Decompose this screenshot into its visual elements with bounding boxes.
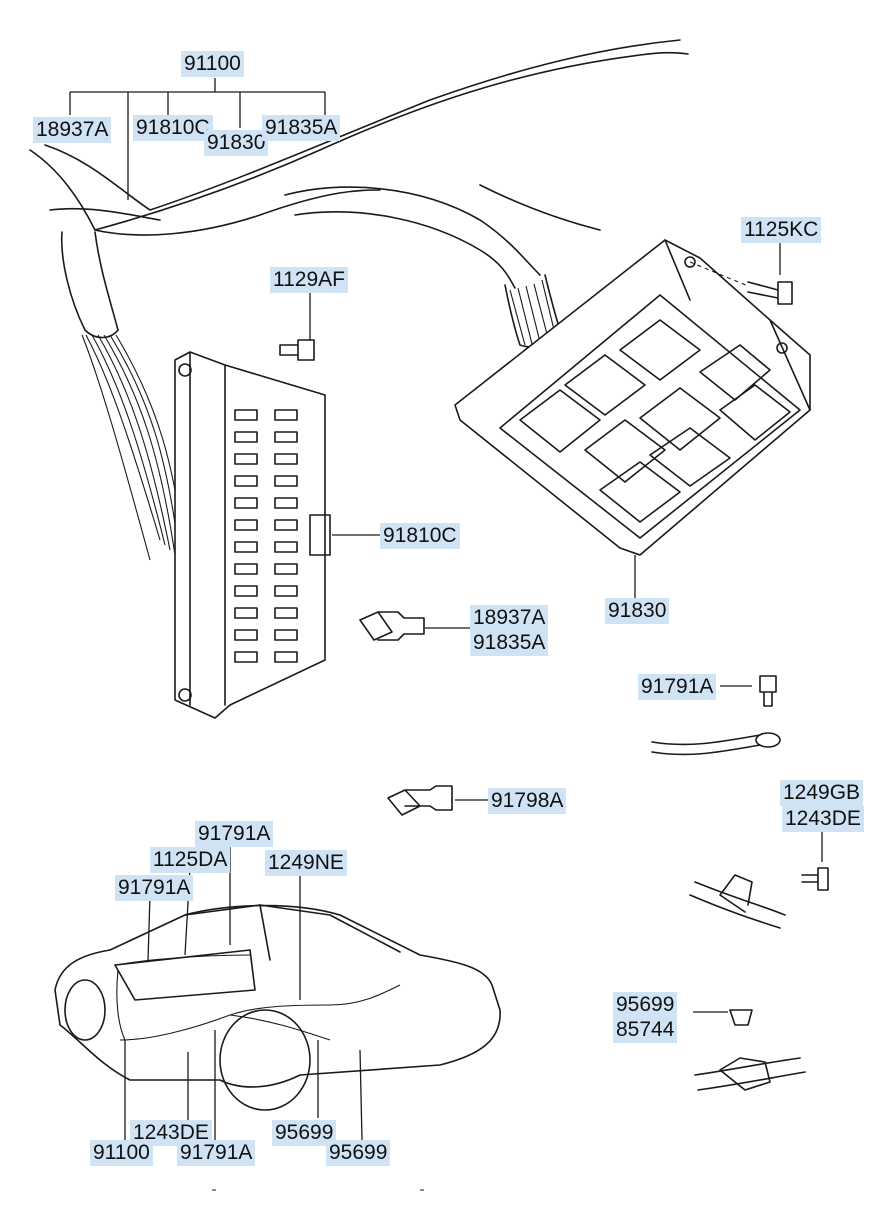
part-label-harness-fuse-b: 91835A <box>262 115 341 141</box>
part-label-car-harness: 91100 <box>90 1140 153 1166</box>
part-label-fuse-a: 18937A <box>470 605 549 631</box>
sedan-outline-icon <box>54 904 501 1111</box>
part-label-car-clip-b: 95699 <box>326 1140 391 1166</box>
part-label-car-ground-c: 91791A <box>177 1140 256 1166</box>
part-label-clip-a: 95699 <box>613 992 678 1018</box>
harness-clip-icon <box>689 874 786 929</box>
part-label-relay-box: 91830 <box>605 598 670 624</box>
part-label-car-clip-a: 95699 <box>272 1120 337 1146</box>
blade-fuse-icon <box>359 611 425 641</box>
part-label-harness-relay-box: 91830 <box>204 130 269 156</box>
harness-clip-icon <box>694 1057 806 1091</box>
fuse-panel-icon <box>174 351 331 719</box>
part-label-car-ground-b: 91791A <box>115 875 194 901</box>
part-label-fuse-b: 91835A <box>470 630 549 656</box>
part-label-harness-connector: 91810C <box>133 115 213 141</box>
part-label-bolt-fuse-panel: 1129AF <box>270 267 348 293</box>
part-label-clip-screw-a: 1249GB <box>780 780 864 806</box>
part-label-fuse-panel-connector: 91810C <box>380 523 460 549</box>
part-label-bolt-relay-box: 1125KC <box>741 217 822 243</box>
part-label-mini-fuse: 91798A <box>488 788 567 814</box>
bolt-icon <box>279 339 315 361</box>
ground-bolt-icon <box>759 675 777 707</box>
relay-box-icon <box>454 239 811 556</box>
part-label-car-ground-a: 91791A <box>195 821 274 847</box>
ground-strap-icon <box>651 732 781 756</box>
clip-icon <box>729 1009 753 1026</box>
part-label-ground-bolt: 91791A <box>638 674 717 700</box>
part-label-clip-b: 85744 <box>613 1017 678 1043</box>
part-label-car-screw-top: 1249NE <box>265 850 347 876</box>
wiring-harness-icon <box>29 39 689 566</box>
part-label-harness-fuse-a: 18937A <box>33 117 112 143</box>
screw-icon <box>801 867 829 891</box>
part-label-car-bolt: 1125DA <box>150 847 231 873</box>
part-label-clip-screw-b: 1243DE <box>782 806 864 832</box>
bolt-icon <box>689 261 793 305</box>
mini-fuse-icon <box>387 785 453 816</box>
leader-lines <box>69 78 823 1141</box>
part-label-harness-top: 91100 <box>181 51 244 77</box>
